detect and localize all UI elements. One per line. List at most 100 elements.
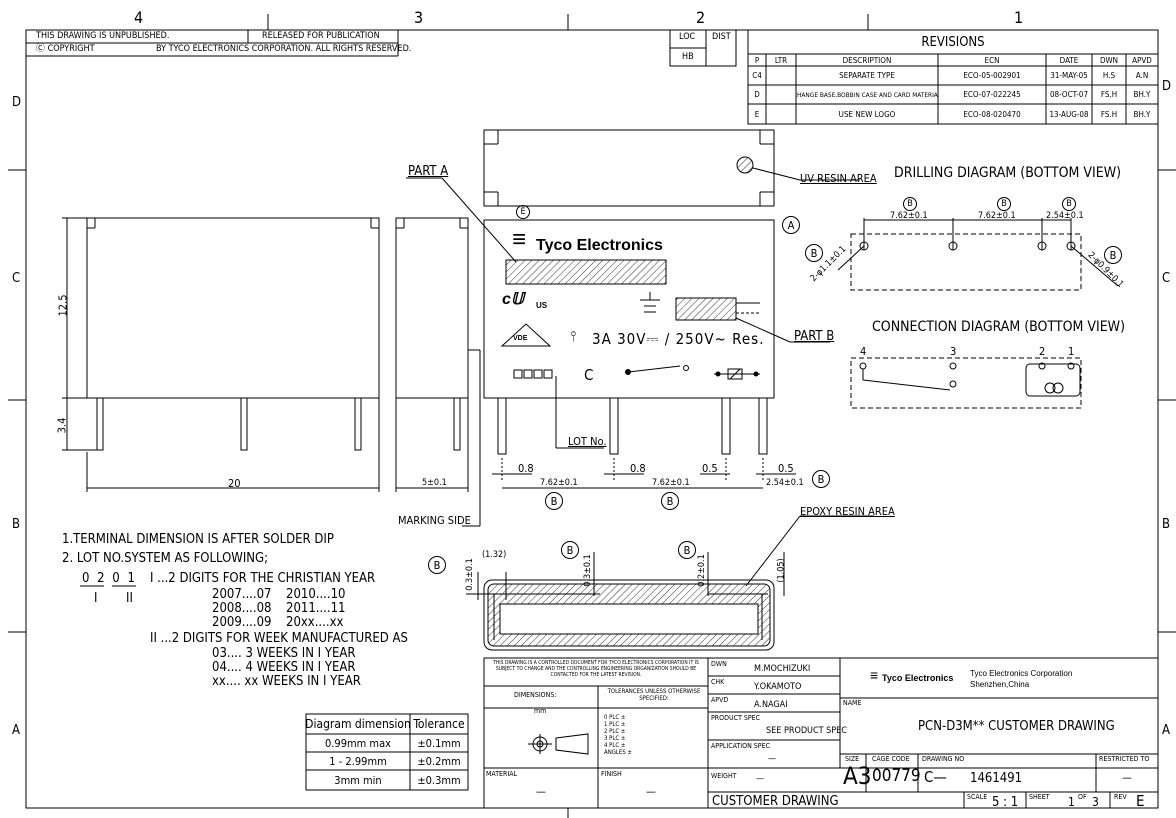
released-note: RELEASED FOR PUBLICATION (262, 31, 380, 41)
rev-row-dwn: FS.H (1100, 109, 1118, 119)
dim-3-4: 3.4 (55, 417, 69, 434)
rev-row-ecn: ECO-08-020470 (963, 109, 1021, 119)
year-item: 2007....07 (212, 587, 272, 602)
note-1: 1.TERMINAL DIMENSION IS AFTER SOLDER DIP (62, 532, 334, 547)
scale-value: 5 : 1 (992, 795, 1019, 810)
tolerance-row-dimension: 0.99mm max (324, 736, 391, 750)
application-spec-label: APPLICATION SPEC (711, 742, 770, 750)
drilling-diagram-title: DRILLING DIAGRAM (BOTTOM VIEW) (894, 165, 1122, 181)
rev-row-dwn: H.S (1102, 71, 1116, 80)
rev-row-dwn: FS.H (1100, 90, 1118, 99)
datum-b-marker: B (545, 492, 563, 510)
zone-side-a-right: A (1162, 723, 1170, 738)
pin-label: 4 (860, 345, 867, 358)
company-brand: Tyco Electronics (882, 673, 954, 683)
week-code-description: II ...2 DIGITS FOR WEEK MANUFACTURED AS (150, 631, 408, 646)
us-mark: US (536, 301, 548, 310)
year-code-description: I ...2 DIGITS FOR THE CHRISTIAN YEAR (150, 571, 376, 586)
dim-7-62: 7.62±0.1 (540, 478, 578, 488)
rev-row-desc: CHANGE BASE,BOBBIN CASE AND CARD MATERIA… (796, 90, 938, 99)
weight-label: WEIGHT (711, 772, 737, 780)
rights-note: BY TYCO ELECTRONICS CORPORATION. ALL RIG… (156, 44, 412, 54)
tolerances-label: TOLERANCES UNLESS OTHERWISE SPECIFIED: (607, 688, 701, 702)
plc-row: 4 PLC ± (604, 742, 626, 749)
part-b-label: PART B (794, 329, 835, 344)
note-2: 2. LOT NO.SYSTEM AS FOLLOWING; (62, 551, 269, 566)
zone-top-2: 2 (696, 8, 706, 27)
rev-value: E (1136, 792, 1145, 810)
rev-row-p: D (754, 90, 760, 99)
footer-title: CUSTOMER DRAWING (712, 794, 839, 809)
rev-label: REV (1114, 793, 1127, 801)
zone-side-d: D (12, 95, 22, 110)
tolerance-row-value: ±0.1mm (417, 736, 461, 750)
datum-b-marker: B (997, 197, 1011, 211)
tolerance-row-value: ±0.3mm (417, 773, 461, 787)
weight-value: — (756, 774, 765, 784)
rev-row-ecn: ECO-05-002901 (963, 71, 1021, 80)
company-name: Tyco Electronics Corporation (970, 669, 1073, 678)
week-item: 04.... 4 WEEKS IN I YEAR (212, 660, 356, 675)
contact-symbol-icon: ⫯ (570, 329, 577, 345)
zone-side-b: B (12, 517, 21, 532)
rev-row-desc: SEPARATE TYPE (839, 71, 895, 80)
datum-b-marker: B (1104, 246, 1122, 264)
rev-e-marker: E (516, 205, 530, 219)
cage-code-label: CAGE CODE (872, 755, 910, 763)
dim-2-54: 2.54±0.1 (1046, 211, 1084, 221)
dwn-label: DWN (711, 660, 727, 668)
week-item: xx.... xx WEEKS IN I YEAR (212, 674, 361, 689)
dimensions-unit: mm (534, 707, 547, 715)
rev-col-date: DATE (1059, 55, 1079, 65)
week-item: 03.... 3 WEEKS IN I YEAR (212, 646, 356, 661)
dim-7-62: 7.62±0.1 (652, 478, 690, 488)
cage-code-value: 00779 (872, 766, 921, 786)
restricted-label: RESTRICTED TO (1099, 755, 1150, 763)
zone-top-3: 3 (414, 8, 424, 27)
part-a-label: PART A (408, 164, 449, 179)
dim-1-32: (1.32) (482, 550, 507, 560)
product-spec-label: PRODUCT SPEC (711, 714, 761, 722)
tolerance-row-dimension: 3mm min (334, 773, 382, 787)
name-label: NAME (843, 699, 862, 707)
datum-b-marker: B (678, 541, 696, 559)
year-item: 2011....11 (286, 601, 346, 616)
rev-row-apvd: A.N (1135, 71, 1149, 80)
revisions-title: REVISIONS (921, 34, 985, 50)
plc-row: 2 PLC ± (604, 728, 626, 735)
marking-side-label: MARKING SIDE (398, 514, 471, 527)
drawing-no-label: DRAWING NO (922, 755, 965, 763)
dim-7-62: 7.62±0.1 (890, 211, 928, 221)
rev-col-p: P (754, 55, 760, 65)
year-item: 2010....10 (286, 587, 346, 602)
year-item: 2009....09 (212, 615, 272, 630)
apvd-label: APVD (711, 696, 729, 704)
dim-0-3: 0.3±0.1 (464, 558, 475, 591)
company-city: Shenzhen,China (970, 680, 1030, 689)
dim-0-5: 0.5 (702, 462, 718, 475)
uv-resin-label: UV RESIN AREA (800, 172, 877, 185)
drawing-no-value: 1461491 (970, 771, 1023, 786)
dim-12-5: 12.5 (56, 294, 70, 317)
dim-0-8: 0.8 (630, 462, 646, 475)
lot-code: 0 2 0 1 (82, 571, 137, 586)
roman-ii-label: II (126, 591, 133, 606)
roman-i-label: I (94, 591, 98, 606)
c-letter: C (584, 366, 594, 384)
unpublished-note: THIS DRAWING IS UNPUBLISHED. (36, 31, 170, 41)
product-spec-value: SEE PRODUCT SPEC (766, 726, 847, 736)
rev-col-ecn: ECN (984, 55, 1000, 65)
rev-row-p: C4 (752, 71, 762, 80)
dim-2-54: 2.54±0.1 (766, 478, 804, 488)
rev-col-description: DESCRIPTION (842, 55, 892, 65)
size-value: A3 (843, 762, 872, 790)
plc-row: 3 PLC ± (604, 735, 626, 742)
drawing-no-prefix: C— (924, 768, 947, 786)
chk-label: CHK (711, 678, 725, 686)
zone-top-1: 1 (1014, 8, 1024, 27)
pin-label: 2 (1039, 345, 1046, 358)
scale-label: SCALE (967, 793, 988, 801)
dim-0-3: 0.3±0.1 (582, 554, 593, 587)
dim-0-5: 0.5 (778, 462, 794, 475)
